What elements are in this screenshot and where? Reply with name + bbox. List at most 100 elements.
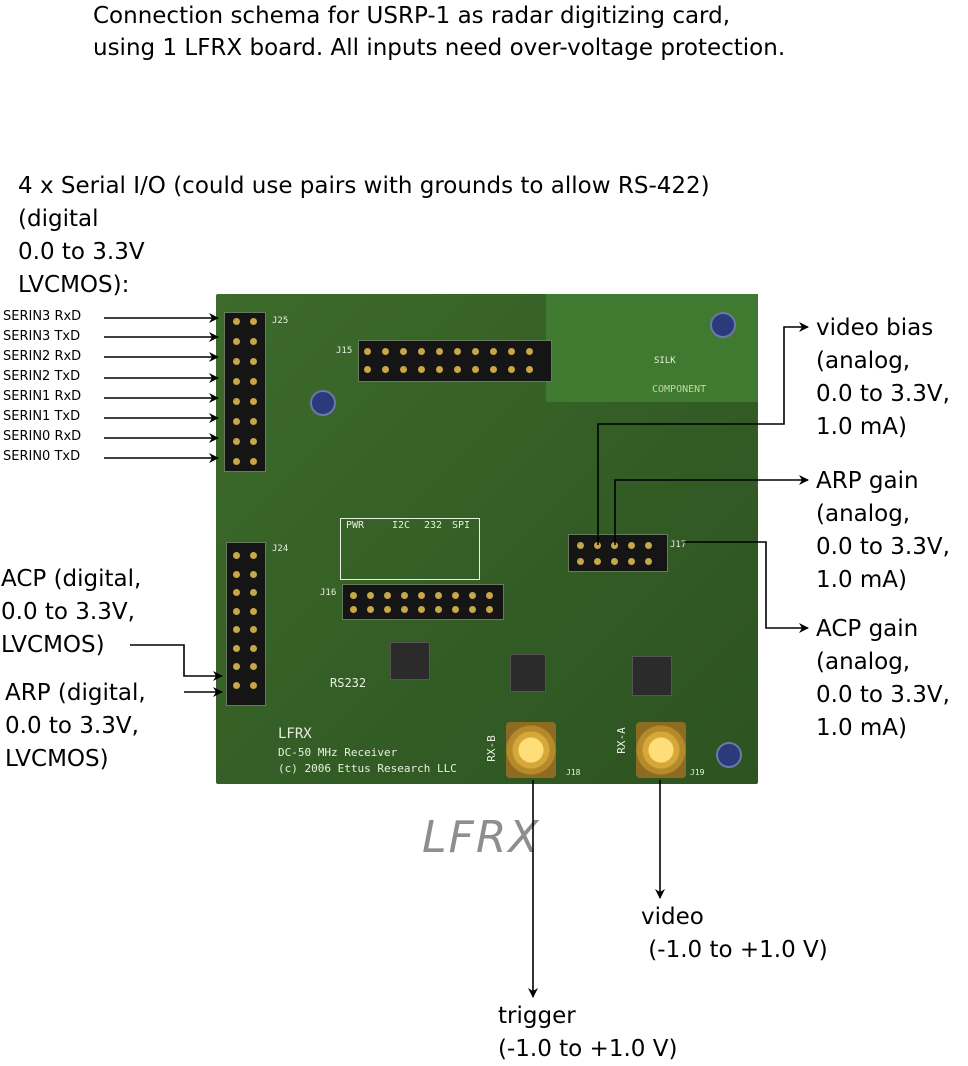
arp-digital-line-3: LVCMOS) <box>5 746 109 772</box>
serial-pin-label: SERIN0 TxD <box>3 449 81 464</box>
header-pin <box>250 438 257 445</box>
header-pin <box>250 418 257 425</box>
video-bias-line-2: (analog, <box>816 348 911 374</box>
component-label: COMPONENT <box>652 384 707 395</box>
header-pin <box>233 626 240 633</box>
trigger-label: trigger (-1.0 to +1.0 V) <box>498 1000 677 1066</box>
header-pin <box>364 366 371 373</box>
bus-label-i2c: I2C <box>392 520 411 531</box>
header-pin <box>250 398 257 405</box>
rs232-label: RS232 <box>330 676 367 690</box>
chip-u3 <box>510 654 546 692</box>
header-pin <box>250 607 257 615</box>
header-pin <box>472 366 479 373</box>
acp-digital-line-2: 0.0 to 3.3V, <box>1 599 135 625</box>
header-pin <box>233 438 240 445</box>
header-pin <box>645 542 652 549</box>
serial-line-3: 0.0 to 3.3V <box>18 239 145 265</box>
header-pin <box>384 606 391 613</box>
j16-label: J16 <box>320 588 337 598</box>
header-pin <box>452 592 459 599</box>
serial-io-description: 4 x Serial I/O (could use pairs with gro… <box>18 170 710 302</box>
header-pin <box>436 366 443 373</box>
bus-label-spi: SPI <box>452 520 471 531</box>
header-pin <box>454 348 461 355</box>
serial-pin-label: SERIN1 RxD <box>3 389 82 404</box>
header-pin <box>250 589 257 596</box>
header-pin <box>233 378 240 385</box>
sma-rx-a <box>636 722 686 778</box>
header-pin <box>382 348 389 355</box>
header-pin <box>418 348 425 355</box>
header-pin <box>367 592 374 599</box>
serial-line-4: LVCMOS): <box>18 272 130 298</box>
mounting-hole <box>716 742 742 768</box>
header-pin <box>233 552 240 559</box>
connector-j15 <box>358 340 552 382</box>
header-pin <box>469 606 476 613</box>
header-pin <box>233 681 240 689</box>
serial-pin-label: SERIN2 TxD <box>3 369 81 384</box>
connector-j16 <box>342 584 504 620</box>
header-pin <box>611 558 618 565</box>
header-pin <box>490 366 497 373</box>
header-pin <box>526 348 533 355</box>
header-pin <box>490 348 497 355</box>
acp-digital-arrow <box>130 644 223 681</box>
j15-label: J15 <box>336 346 353 356</box>
j17-label: J17 <box>670 540 687 550</box>
header-pin <box>233 458 240 465</box>
arp-gain-line-4: 1.0 mA) <box>816 567 908 593</box>
serial-line-1: 4 x Serial I/O (could use pairs with gro… <box>18 173 710 199</box>
header-pin <box>628 558 635 565</box>
header-pin <box>486 592 493 599</box>
header-pin <box>469 592 476 599</box>
header-pin <box>233 589 240 596</box>
header-pin <box>250 644 257 652</box>
header-pin <box>250 552 257 559</box>
j18-label: J18 <box>566 768 581 777</box>
header-pin <box>350 606 357 613</box>
header-pin <box>400 366 407 373</box>
acp-digital-line-3: LVCMOS) <box>1 632 105 658</box>
board-watermark: LFRX <box>422 812 541 863</box>
header-pin <box>436 348 443 355</box>
header-pin <box>250 358 257 365</box>
video-bias-line-4: 1.0 mA) <box>816 414 908 440</box>
video-line-1: video <box>641 904 704 930</box>
header-pin <box>250 458 257 465</box>
header-pin <box>364 348 371 355</box>
acp-digital-label: ACP (digital, 0.0 to 3.3V, LVCMOS) <box>1 563 141 662</box>
header-pin <box>384 592 391 599</box>
header-pin <box>233 358 240 365</box>
header-pin <box>435 606 442 613</box>
acp-gain-line-3: 0.0 to 3.3V, <box>816 682 950 708</box>
acp-digital-line-1: ACP (digital, <box>1 566 142 592</box>
header-pin <box>401 592 408 599</box>
video-label: video (-1.0 to +1.0 V) <box>641 901 828 967</box>
header-pin <box>435 592 442 599</box>
j24-label: J24 <box>272 544 289 554</box>
header-pin <box>418 606 425 613</box>
diagram-title: Connection schema for USRP-1 as radar di… <box>93 0 785 64</box>
header-pin <box>250 338 257 345</box>
header-pin <box>401 606 408 613</box>
acp-gain-line-4: 1.0 mA) <box>816 715 908 741</box>
arp-gain-line-1: ARP gain <box>816 468 919 494</box>
arp-gain-line-3: 0.0 to 3.3V, <box>816 534 950 560</box>
serial-line-2: (digital <box>18 206 99 232</box>
video-bias-line-1: video bias <box>816 315 934 341</box>
trigger-line-1: trigger <box>498 1003 576 1029</box>
header-pin <box>233 570 240 578</box>
header-pin <box>577 542 584 549</box>
title-line-1: Connection schema for USRP-1 as radar di… <box>93 3 731 29</box>
j19-label: J19 <box>690 768 705 777</box>
mounting-hole <box>710 312 736 338</box>
serial-pin-label: SERIN2 RxD <box>3 349 82 364</box>
serial-pin-label: SERIN3 TxD <box>3 329 81 344</box>
header-pin <box>367 606 374 613</box>
board-name: LFRX <box>278 726 312 742</box>
header-pin <box>418 366 425 373</box>
board-subtitle: DC-50 MHz Receiver <box>278 746 398 759</box>
